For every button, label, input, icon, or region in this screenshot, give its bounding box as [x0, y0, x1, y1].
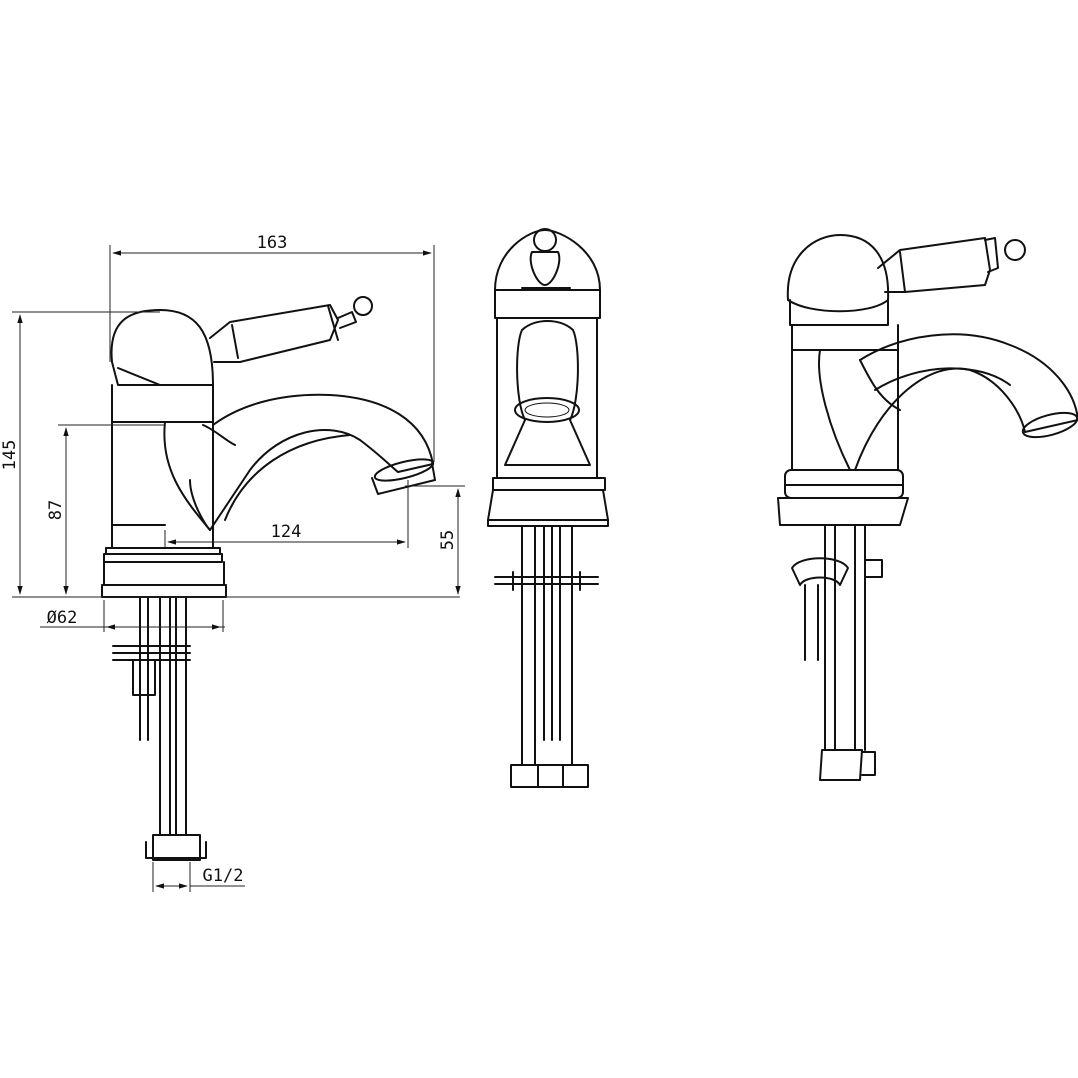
front-view: [487, 228, 609, 788]
dimension-body-height: 87: [46, 500, 66, 520]
perspective-view: [777, 234, 1078, 781]
dimension-connection-thread: G1/2: [203, 866, 244, 886]
dimension-overall-width: 163: [257, 233, 288, 253]
dimension-lines: [12, 245, 465, 892]
dimension-base-diameter: Ø62: [47, 608, 78, 628]
dimension-spout-clearance: 55: [438, 530, 458, 550]
side-view: [101, 296, 436, 861]
dimension-overall-height: 145: [0, 440, 20, 471]
dimension-spout-reach: 124: [271, 522, 302, 542]
